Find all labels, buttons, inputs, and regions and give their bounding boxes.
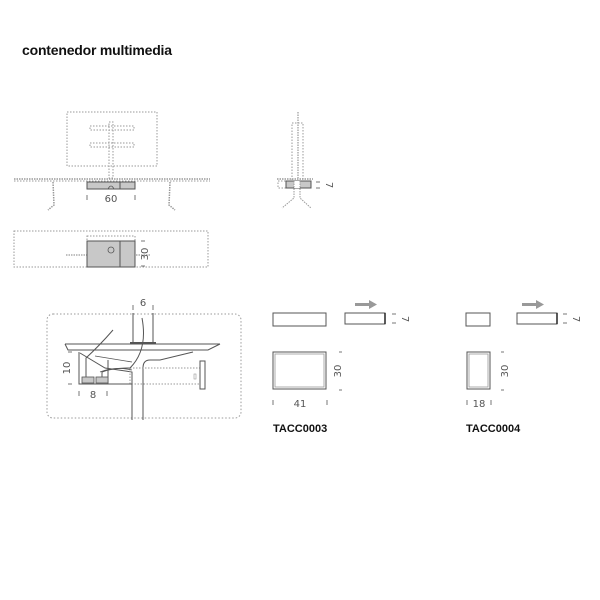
tacc0004-depth-dimension: 30 (500, 365, 511, 378)
tacc0003-width-dimension: 41 (294, 399, 307, 410)
tacc0004-height-dimension: 7 (570, 316, 581, 322)
column-width-dimension: 6 (140, 298, 146, 309)
product-tacc0004-drawings: 7 30 18 (465, 300, 581, 410)
plan-view: 30 (13, 230, 209, 268)
front-elevation-view: 60 (14, 111, 210, 211)
tacc0003-height-dimension: 7 (399, 316, 410, 322)
side-elevation-view: 7 (277, 112, 334, 209)
detail-width-dimension: 8 (90, 390, 96, 401)
front-width-dimension: 60 (105, 194, 118, 205)
product-tacc0003-drawings: 7 30 41 (272, 300, 410, 410)
detail-section-view: 6 10 8 (46, 298, 242, 420)
detail-height-dimension: 10 (62, 362, 73, 375)
side-height-dimension: 7 (323, 182, 334, 188)
plan-depth-dimension: 30 (140, 248, 151, 261)
product-code-tacc0004: TACC0004 (466, 423, 521, 435)
page-title: contenedor multimedia (22, 42, 172, 58)
product-code-tacc0003: TACC0003 (273, 423, 328, 435)
tacc0004-width-dimension: 18 (473, 399, 486, 410)
tacc0003-depth-dimension: 30 (333, 365, 344, 378)
